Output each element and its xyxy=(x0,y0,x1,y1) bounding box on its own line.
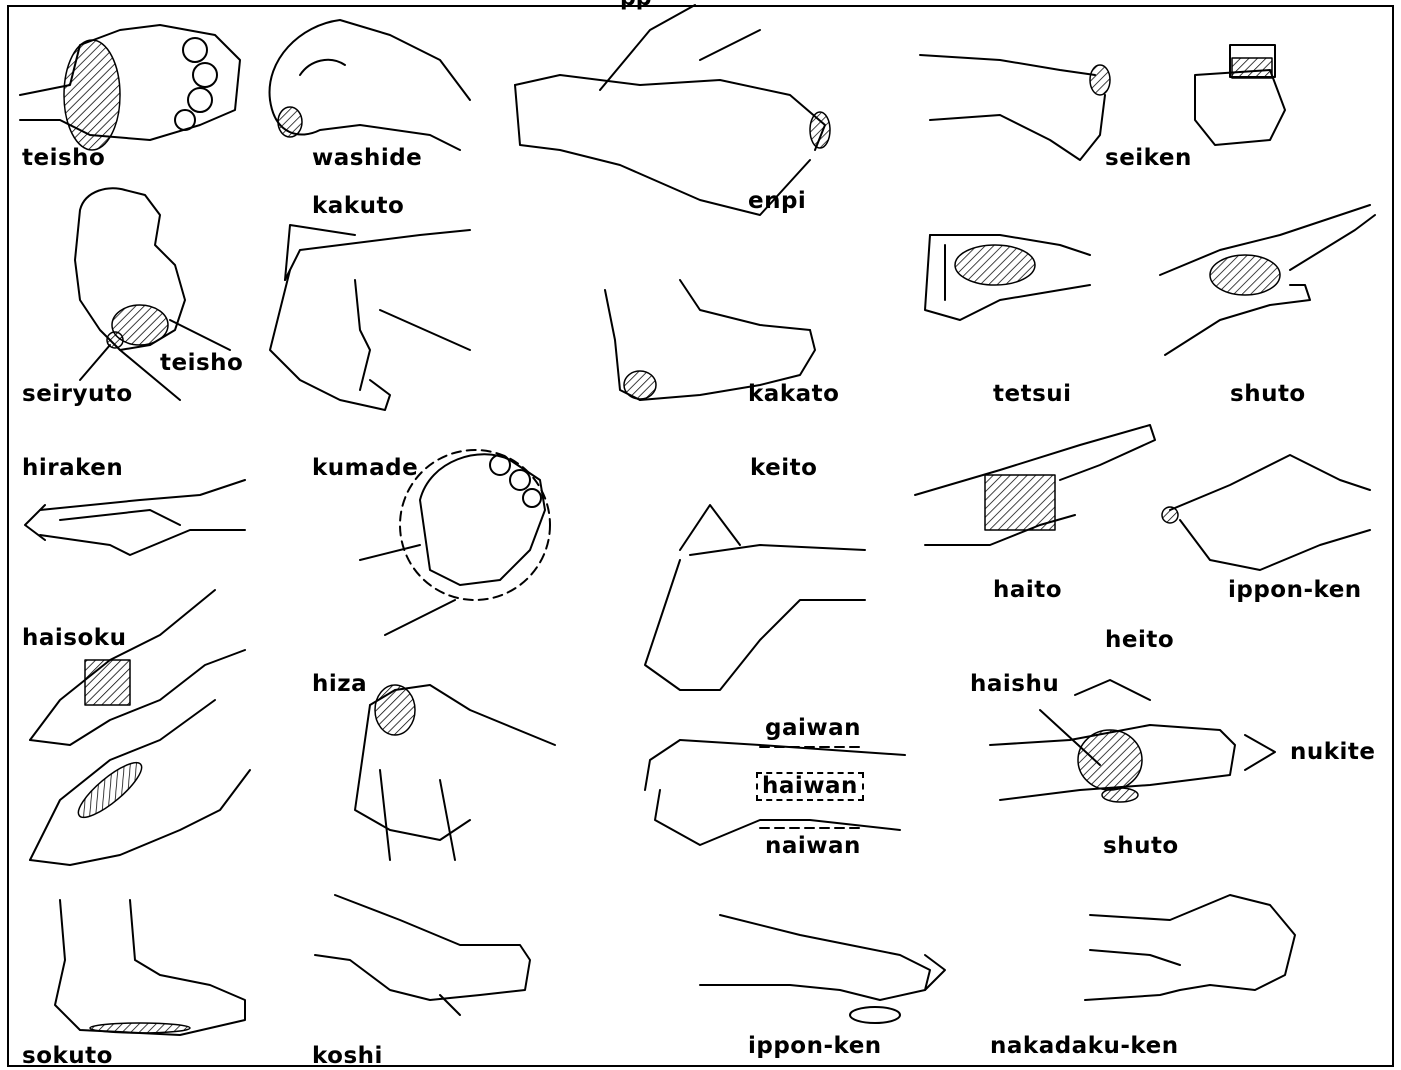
label-naiwan: naiwan xyxy=(765,835,861,858)
haisoku-illustration xyxy=(30,590,245,745)
keito-illustration xyxy=(645,505,865,690)
label-shuto-2: shuto xyxy=(1103,835,1179,858)
sokuto-illustration xyxy=(55,900,245,1035)
label-teisho-2: teisho xyxy=(160,352,243,375)
label-haisoku: haisoku xyxy=(22,627,126,650)
label-ippon-ken-2: ippon-ken xyxy=(748,1035,882,1058)
label-enpi: enpi xyxy=(748,190,806,213)
label-washide: washide xyxy=(312,147,422,170)
label-nukite: nukite xyxy=(1290,741,1376,764)
label-hiza: hiza xyxy=(312,673,367,696)
label-kumade: kumade xyxy=(312,457,418,480)
ippon-ken-illustration-1 xyxy=(1162,455,1370,570)
label-sokuto: sokuto xyxy=(22,1045,113,1068)
foot-sole-illustration xyxy=(30,700,250,865)
label-teisho: teisho xyxy=(22,147,105,170)
label-gaiwan: gaiwan xyxy=(765,717,861,740)
ippon-ken-illustration-2 xyxy=(700,915,945,1023)
label-haiwan: haiwan xyxy=(756,772,864,801)
label-kakato: kakato xyxy=(748,383,839,406)
washide-illustration xyxy=(270,20,470,150)
label-seiken: seiken xyxy=(1105,147,1192,170)
label-seiryuto: seiryuto xyxy=(22,383,133,406)
label-koshi: koshi xyxy=(312,1045,383,1068)
label-nakadaku-ken: nakadaku-ken xyxy=(990,1035,1179,1058)
label-keito: keito xyxy=(750,457,817,480)
hiraken-illustration xyxy=(25,480,245,555)
nakadaku-ken-illustration xyxy=(1085,895,1295,1000)
haishu-nukite-illustration xyxy=(990,680,1275,802)
enpi-elbow-illustration xyxy=(515,5,830,215)
haito-illustration xyxy=(915,425,1155,545)
seiken-fist-illustration xyxy=(920,45,1285,160)
tetsui-illustration xyxy=(925,235,1090,320)
label-shuto: shuto xyxy=(1230,383,1306,406)
koshi-illustration xyxy=(315,895,530,1015)
label-haito: haito xyxy=(993,579,1062,602)
label-hiraken: hiraken xyxy=(22,457,123,480)
label-kakuto: kakuto xyxy=(312,195,404,218)
teisho-palm-illustration xyxy=(20,25,240,150)
shuto-hand-illustration xyxy=(1160,205,1375,355)
label-tetsui: tetsui xyxy=(993,383,1072,406)
label-ippon-ken: ippon-ken xyxy=(1228,579,1362,602)
label-heito: heito xyxy=(1105,629,1174,652)
hiza-knee-illustration xyxy=(355,685,555,860)
kakuto-illustration xyxy=(270,225,470,410)
label-haishu: haishu xyxy=(970,673,1059,696)
